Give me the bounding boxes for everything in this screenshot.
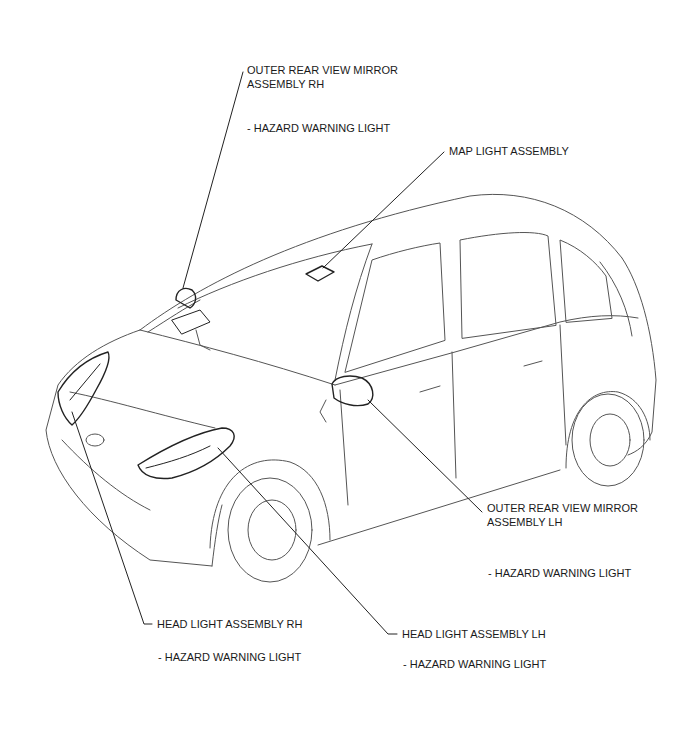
part-label: HEAD LIGHT ASSEMBLY LH [402, 627, 546, 641]
note-label: - HAZARD WARNING LIGHT [247, 121, 390, 135]
head-light-lh-detail [146, 446, 210, 468]
leader-line [183, 72, 243, 288]
rear-wheel [572, 394, 644, 486]
rear-window [600, 262, 632, 336]
windshield-top [178, 244, 372, 308]
mirror-rh [176, 288, 196, 308]
part-label: OUTER REAR VIEW MIRROR ASSEMBLY LH [487, 501, 677, 529]
note-label: - HAZARD WARNING LIGHT [403, 657, 546, 671]
head-light-rh-detail [70, 364, 100, 400]
part-label: HEAD LIGHT ASSEMBLY RH [157, 617, 303, 631]
rear-wheel-arch [566, 392, 650, 468]
front-bumper [46, 330, 212, 566]
beltline [335, 316, 638, 385]
note-label: - HAZARD WARNING LIGHT [158, 650, 301, 664]
emblem [86, 434, 104, 446]
leader-lines [72, 72, 482, 634]
leader-line [72, 412, 152, 624]
map-light [306, 266, 334, 281]
leader-line [218, 448, 397, 634]
door-handle-rear [524, 361, 542, 366]
note-label: - HAZARD WARNING LIGHT [488, 566, 631, 580]
body-lower [212, 505, 222, 566]
front-door-line [340, 390, 348, 505]
part-label: OUTER REAR VIEW MIRROR ASSEMBLY RH [247, 63, 437, 91]
b-pillar-line [452, 352, 456, 478]
windshield-left-pillar [148, 300, 200, 332]
rear-door-line [560, 325, 566, 445]
side-window-rear [460, 233, 556, 338]
mirror-rh-wire [196, 330, 210, 350]
leader-line [323, 152, 444, 268]
front-wheel [228, 478, 312, 582]
grille [62, 440, 150, 510]
rear-quarter-window [560, 240, 612, 322]
head-light-rh [58, 352, 109, 425]
front-wheel-hub [248, 500, 296, 560]
head-light-lh [138, 428, 234, 478]
mirror-lh-wire [320, 400, 326, 422]
mirror-lh [332, 376, 373, 406]
part-label: MAP LIGHT ASSEMBLY [449, 144, 569, 158]
hood-line [140, 330, 335, 385]
mirror-rh-base [172, 310, 210, 334]
roof-line [140, 194, 622, 330]
windshield-right-pillar [335, 244, 372, 380]
door-handle-front [420, 386, 440, 392]
side-window-front [345, 243, 445, 372]
leader-line [368, 400, 482, 512]
rear-wheel-hub [590, 414, 630, 466]
